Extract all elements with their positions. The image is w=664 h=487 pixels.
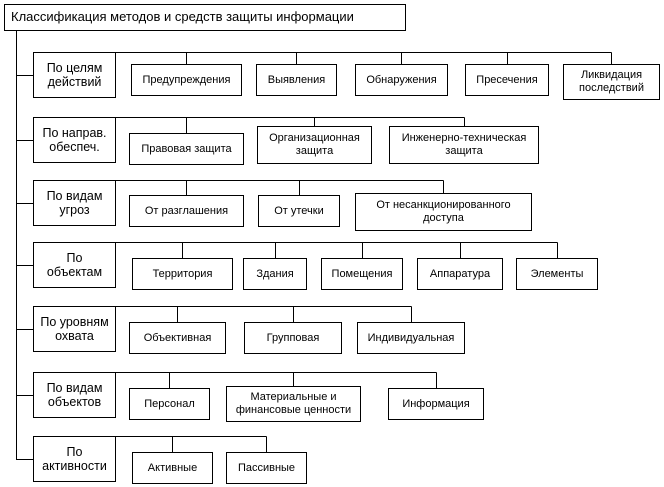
item-from-leakage: От утечки (258, 195, 340, 227)
item-elements: Элементы (516, 258, 598, 290)
item-passive: Пассивные (226, 452, 307, 484)
item-active: Активные (132, 452, 213, 484)
item-from-disclosure: От разглашения (129, 195, 244, 227)
item-buildings: Здания (243, 258, 307, 290)
item-consequence-liquidation: Ликвидация последствий (563, 64, 660, 100)
item-detection: Выявления (256, 64, 337, 96)
item-discovery: Обнаружения (355, 64, 448, 96)
category-by-activity: По активности (33, 436, 116, 482)
item-individual: Индивидуальная (357, 322, 465, 354)
item-territory: Территория (132, 258, 233, 290)
category-by-object-types: По видам объектов (33, 372, 116, 418)
category-by-coverage: По уровням охвата (33, 306, 116, 352)
item-information: Информация (388, 388, 484, 420)
item-prevention: Предупреждения (131, 64, 242, 96)
item-from-unauthorized-access: От несанкционированного доступа (355, 193, 532, 231)
category-by-goals: По целям действий (33, 52, 116, 98)
item-legal-protection: Правовая защита (129, 133, 244, 165)
item-material-values: Материальные и финансовые ценности (226, 386, 361, 422)
item-personnel: Персонал (129, 388, 210, 420)
item-objective: Объективная (129, 322, 226, 354)
item-premises: Помещения (321, 258, 403, 290)
category-by-direction: По направ. обеспеч. (33, 117, 116, 163)
item-group: Групповая (244, 322, 342, 354)
category-by-threats: По видам угроз (33, 180, 116, 226)
item-equipment: Аппаратура (417, 258, 503, 290)
item-organizational-protection: Организационная защита (257, 126, 372, 164)
item-suppression: Пресечения (465, 64, 549, 96)
item-engineering-protection: Инженерно-техническая защита (389, 126, 539, 164)
diagram-title: Классификация методов и средств защиты и… (4, 4, 406, 31)
category-by-objects: По объектам (33, 242, 116, 288)
